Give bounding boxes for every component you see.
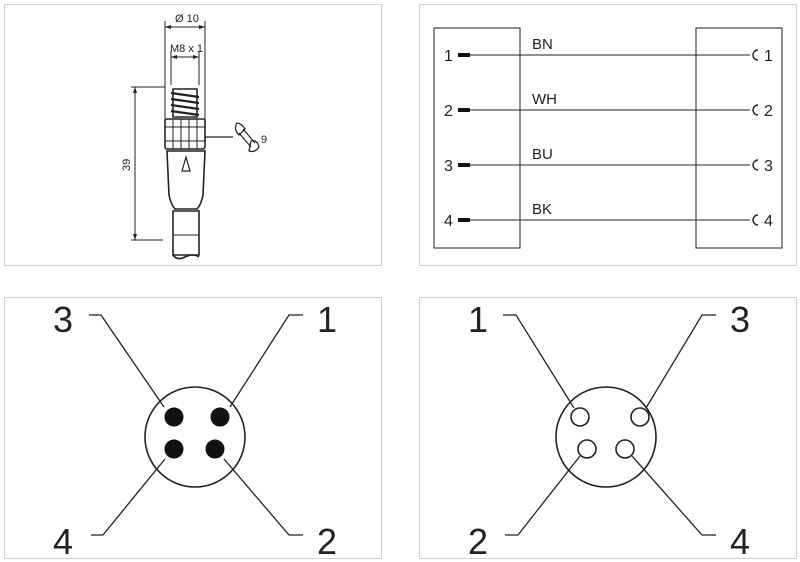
leader-line [229,314,303,408]
arrow-head [165,25,171,29]
female-socket [570,407,590,427]
pin-label-top-right: 1 [317,299,337,340]
arrow-head [133,87,137,93]
male-pin [210,407,230,427]
left-connector-box [433,27,521,249]
leader-line [91,458,166,536]
pin-label-bottom-left: 2 [468,521,488,562]
diameter-label: Ø 10 [175,13,199,25]
leader-line [89,314,165,408]
wire-color-label: BN [532,36,553,53]
female-pin-face: 1 3 2 4 [468,299,750,562]
right-pin-number: 1 [764,48,773,65]
male-pin [205,439,225,459]
wiring-diagram: 1 1 BN 2 2 WH 3 3 BU 4 4 BK [433,27,783,249]
connector-outline [164,88,206,260]
dimension-drawing: Ø 10 M8 x 1 39 9 [121,13,267,260]
coding-marker-icon [181,154,191,172]
dimension-drawing-panel: Ø 10 M8 x 1 39 9 [4,4,382,266]
leader-line [503,314,575,409]
pin-label-bottom-left: 4 [53,521,73,562]
male-pin [164,407,184,427]
pin-label-top-left: 1 [468,299,488,340]
male-contact-icon [458,108,470,112]
right-pin-number: 3 [764,158,773,175]
male-pin [164,439,184,459]
wire-color-label: BU [532,146,553,163]
male-pin-face-panel: 3 1 4 2 [4,297,382,562]
connector-face-outline [555,386,657,488]
left-pin-number: 2 [444,103,453,120]
arrow-head [199,25,205,29]
male-pin-face: 3 1 4 2 [53,299,337,562]
pin-label-bottom-right: 2 [317,521,337,562]
pin-label-top-left: 3 [53,299,73,340]
male-contact-icon [458,163,470,167]
female-contact-icon [752,159,759,171]
female-socket [615,439,635,459]
arrow-head [171,55,177,59]
thread-label: M8 x 1 [170,43,203,55]
wrench-icon [205,122,260,153]
wire-color-label: BK [532,201,552,218]
wiring-diagram-panel: 1 1 BN 2 2 WH 3 3 BU 4 4 BK [419,4,797,266]
length-label: 39 [121,159,133,171]
leader-line [505,455,581,536]
pin-label-bottom-right: 4 [730,521,750,562]
left-pin-number: 4 [444,213,453,230]
left-pin-number: 3 [444,158,453,175]
connector-face-outline [144,386,246,488]
leader-line [223,458,303,536]
male-contact-icon [458,53,470,57]
right-pin-number: 4 [764,213,773,230]
left-pin-number: 1 [444,48,453,65]
arrow-head [133,234,137,240]
wrench-size-label: 9 [261,134,267,146]
female-contact-icon [752,214,759,226]
right-pin-number: 2 [764,103,773,120]
leader-line [645,314,716,409]
female-socket [630,407,650,427]
female-pin-face-panel: 1 3 2 4 [419,297,797,562]
female-contact-icon [752,104,759,116]
arrow-head [193,55,199,59]
female-contact-icon [752,49,759,61]
wire-color-label: WH [532,91,557,108]
right-connector-box [695,27,783,249]
male-contact-icon [458,218,470,222]
female-socket [577,439,597,459]
pin-label-top-right: 3 [730,299,750,340]
leader-line [631,455,716,536]
